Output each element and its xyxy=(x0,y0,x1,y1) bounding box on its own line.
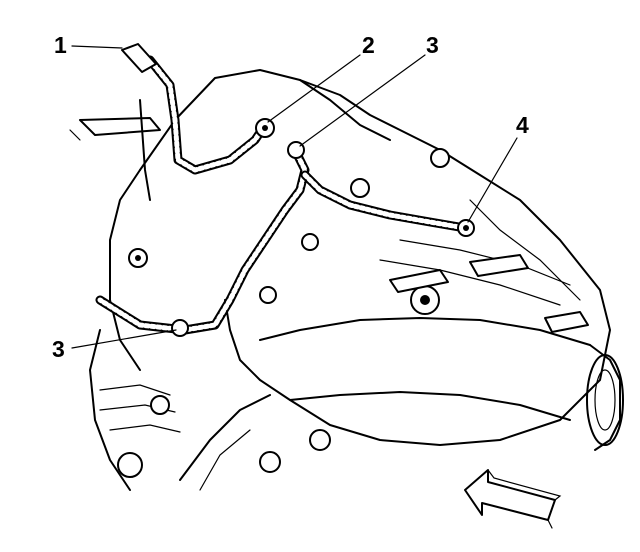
callout-3-upper: 3 xyxy=(426,32,439,58)
hose-fitting-lower xyxy=(171,319,189,337)
vent-cap xyxy=(121,43,157,73)
callout-2: 2 xyxy=(362,32,375,58)
callout-4: 4 xyxy=(516,112,529,138)
front-direction-arrow-icon xyxy=(464,469,562,529)
vent-hose-assembly xyxy=(95,55,470,335)
callout-1: 1 xyxy=(54,32,67,58)
leader-lines xyxy=(71,45,518,349)
transmission-housing xyxy=(69,69,624,491)
callout-3-lower: 3 xyxy=(52,336,65,362)
vent-fittings xyxy=(121,43,475,337)
